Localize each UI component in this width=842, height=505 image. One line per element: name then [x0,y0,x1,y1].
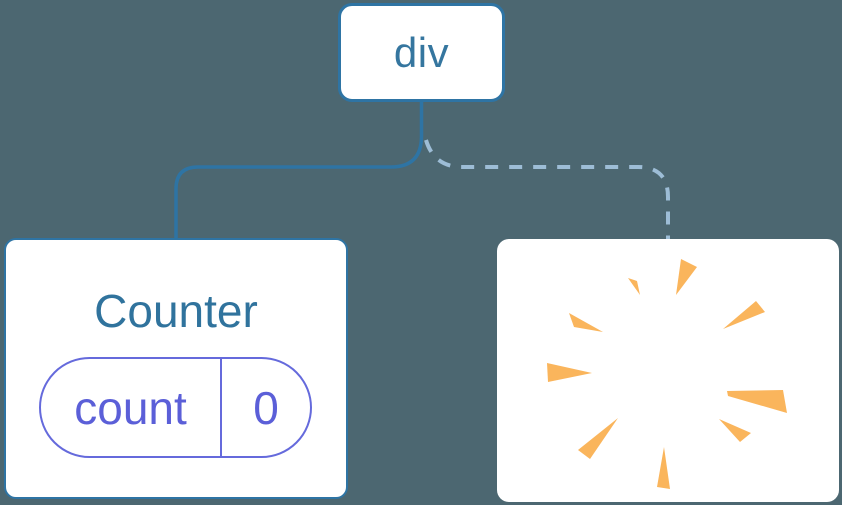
burst-ray [719,419,751,442]
state-value-cell: 0 [220,359,310,456]
burst-ray [723,301,765,329]
burst-ray [657,447,670,489]
burst-ray [628,278,640,295]
node-label: div [393,28,450,76]
burst-ray [727,390,787,413]
tree-node-div: div [338,3,505,102]
edge-solid-line [174,100,424,238]
state-name-cell: count [41,359,220,456]
state-pill: count 0 [39,357,312,458]
edge-dashed-line [424,139,670,239]
removed-component-card [497,239,839,502]
counter-component-card: Counter count 0 [4,238,348,499]
burst-ray [676,259,697,295]
state-value: 0 [253,381,279,434]
component-title: Counter [94,285,258,337]
burst-ray [569,313,603,332]
burst-ray [547,363,592,382]
state-name: count [74,381,187,434]
burst-ray [578,418,618,459]
poof-burst-icon [547,259,787,489]
